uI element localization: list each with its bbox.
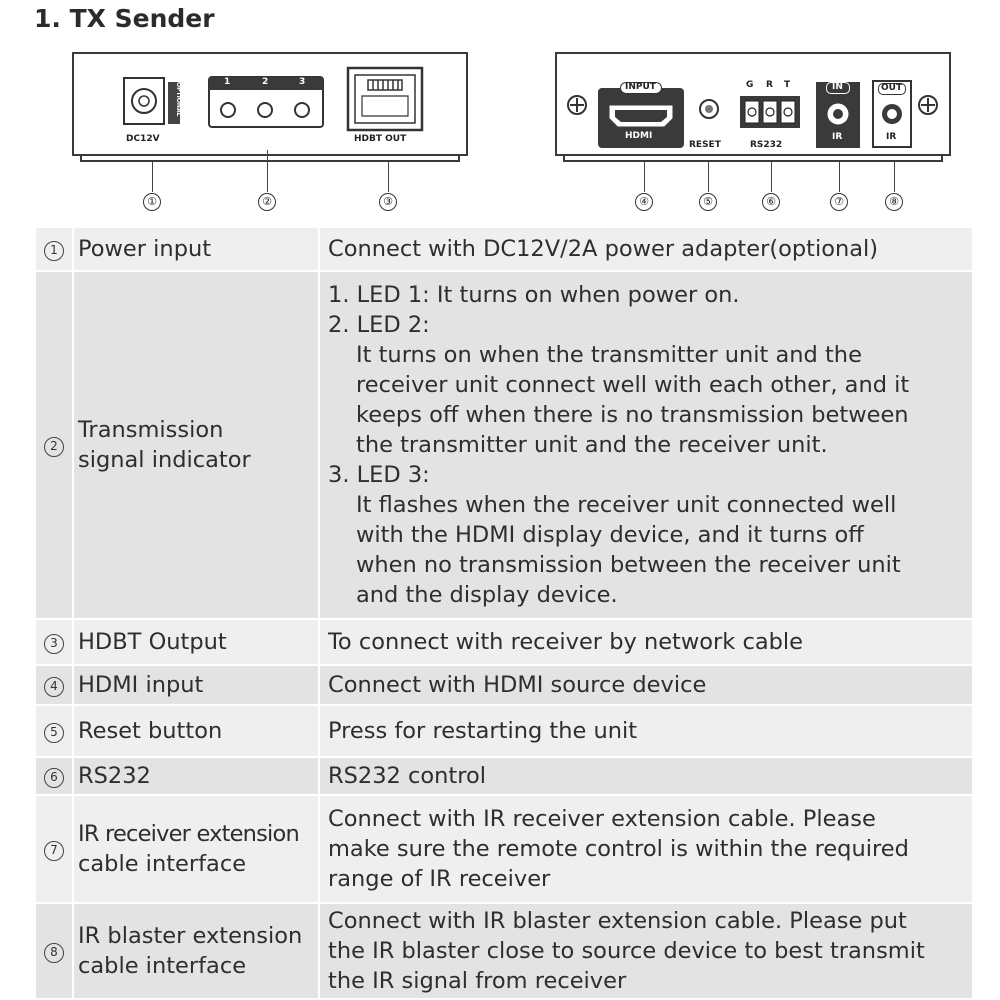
description-cell: RS232 control <box>318 756 974 796</box>
hdmi-input-label: INPUT <box>625 82 656 92</box>
feature-cell: Transmission signal indicator <box>72 270 320 620</box>
description-cell: To connect with receiver by network cabl… <box>318 618 974 666</box>
row-number: 1 <box>44 241 64 261</box>
callout-4: ④ <box>635 193 653 211</box>
row-number: 4 <box>44 677 64 697</box>
rs232-pin-g: G <box>746 80 754 90</box>
callout-2: ② <box>258 193 276 211</box>
feature-cell: HDMI input <box>72 664 320 706</box>
row-number: 8 <box>44 943 64 963</box>
table-row: 6 RS232 RS232 control <box>34 756 974 796</box>
led-number-1: 1 <box>224 77 231 87</box>
callout-8: ⑧ <box>885 193 903 211</box>
hdmi-port-icon <box>598 88 684 148</box>
feature-cell: Reset button <box>72 704 320 758</box>
row-number: 6 <box>44 768 64 788</box>
table-row: 5 Reset button Press for restarting the … <box>34 704 974 758</box>
rs232-pin-r: R <box>766 80 773 90</box>
ir-out-bottom-label: IR <box>886 132 897 142</box>
callout-1: ① <box>143 193 161 211</box>
dc-label: DC12V <box>126 134 160 144</box>
rs232-terminal-icon <box>740 96 800 128</box>
row-number: 3 <box>44 634 64 654</box>
spec-table: 1 Power input Connect with DC12V/2A powe… <box>34 226 974 1000</box>
reset-label: RESET <box>689 140 721 150</box>
ir-out-jack-icon <box>882 104 902 124</box>
ir-in-jack-icon <box>827 103 849 125</box>
hdmi-input-badge <box>620 82 662 94</box>
rs232-label: RS232 <box>750 140 783 150</box>
callout-3: ③ <box>379 193 397 211</box>
dc-power-jack-icon <box>123 77 180 125</box>
ir-in-badge <box>826 82 850 94</box>
rs232-pin-t: T <box>784 80 791 90</box>
feature-cell: IR blaster extension cable interface <box>72 902 320 1000</box>
hdmi-label: HDMI <box>625 131 653 141</box>
feature-cell: RS232 <box>72 756 320 796</box>
page-title: 1. TX Sender <box>34 4 215 33</box>
callout-6: ⑥ <box>762 193 780 211</box>
table-row: 7 IR receiver extension cable interface … <box>34 794 974 904</box>
row-number: 7 <box>44 841 64 861</box>
feature-cell: Power input <box>72 226 320 272</box>
description-cell: Connect with HDMI source device <box>318 664 974 706</box>
table-row: 3 HDBT Output To connect with receiver b… <box>34 618 974 666</box>
table-row: 2 Transmission signal indicator 1. LED 1… <box>34 270 974 620</box>
led-indicator-block: 1 2 3 <box>208 76 324 128</box>
ir-in-bottom-label: IR <box>832 132 843 142</box>
callout-5: ⑤ <box>699 193 717 211</box>
table-row: 1 Power input Connect with DC12V/2A powe… <box>34 226 974 272</box>
led-number-2: 2 <box>262 77 269 87</box>
led-number-3: 3 <box>299 77 306 87</box>
description-cell: 1. LED 1: It turns on when power on. 2. … <box>318 270 974 620</box>
hdbt-label: HDBT OUT <box>354 134 407 144</box>
rj45-port-icon <box>346 66 424 132</box>
screw-left-icon <box>567 95 587 115</box>
description-cell: Connect with DC12V/2A power adapter(opti… <box>318 226 974 272</box>
feature-cell: IR receiver extension cable interface <box>72 794 320 904</box>
feature-cell: HDBT Output <box>72 618 320 666</box>
table-row: 4 HDMI input Connect with HDMI source de… <box>34 664 974 706</box>
dc-side-label: OPTIONAL <box>175 82 182 117</box>
ir-out-top-label: OUT <box>881 83 903 93</box>
row-number: 5 <box>44 723 64 743</box>
callout-7: ⑦ <box>830 193 848 211</box>
screw-right-icon <box>918 95 938 115</box>
description-cell: Connect with IR receiver extension cable… <box>318 794 974 904</box>
description-cell: Connect with IR blaster extension cable.… <box>318 902 974 1000</box>
description-cell: Press for restarting the unit <box>318 704 974 758</box>
row-number: 2 <box>44 437 64 457</box>
reset-button-icon <box>699 99 719 119</box>
ir-in-top-label: IN <box>832 82 843 92</box>
ir-out-badge <box>878 83 906 95</box>
table-row: 8 IR blaster extension cable interface C… <box>34 902 974 1000</box>
